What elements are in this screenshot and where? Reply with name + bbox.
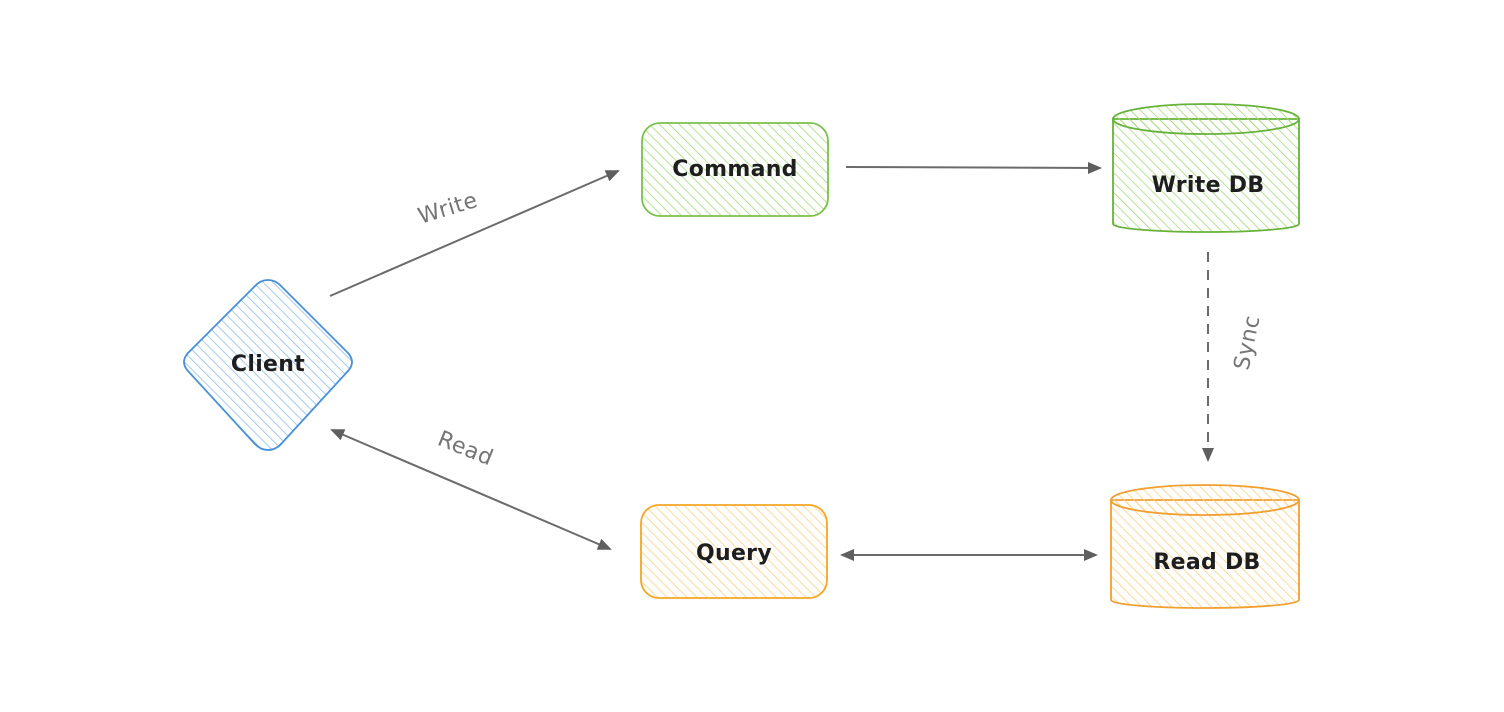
command-label: Command [672,157,797,182]
edge-write-label: Write [415,188,481,230]
read-db-label: Read DB [1153,550,1260,575]
client-label: Client [231,352,305,377]
write-db-node[interactable]: Write DB [1112,103,1300,233]
write-db-label: Write DB [1152,173,1265,198]
write-db-body-shape [1112,118,1300,233]
edge-write: Write [329,170,620,297]
client-diamond-shape [183,279,353,451]
edge-command-to-write-db [845,161,1102,174]
client-node[interactable]: Client [183,279,353,451]
query-node[interactable]: Query [640,504,828,599]
edge-sync: Sync [1202,252,1266,462]
edge-sync-label: Sync [1230,313,1266,372]
read-db-top-shape [1110,484,1300,516]
read-db-node[interactable]: Read DB [1110,484,1300,609]
query-label: Query [696,541,772,566]
command-node[interactable]: Command [641,122,829,217]
command-box-shape [641,122,829,217]
edge-command-to-write-db-line [845,161,1102,174]
edge-write-line [329,170,620,297]
query-box-shape [640,504,828,599]
read-db-body-shape [1110,499,1300,609]
edge-read-label: Read [434,427,497,472]
edge-read: Read [330,427,612,550]
write-db-top-shape [1112,103,1300,135]
edge-read-line [330,429,612,550]
